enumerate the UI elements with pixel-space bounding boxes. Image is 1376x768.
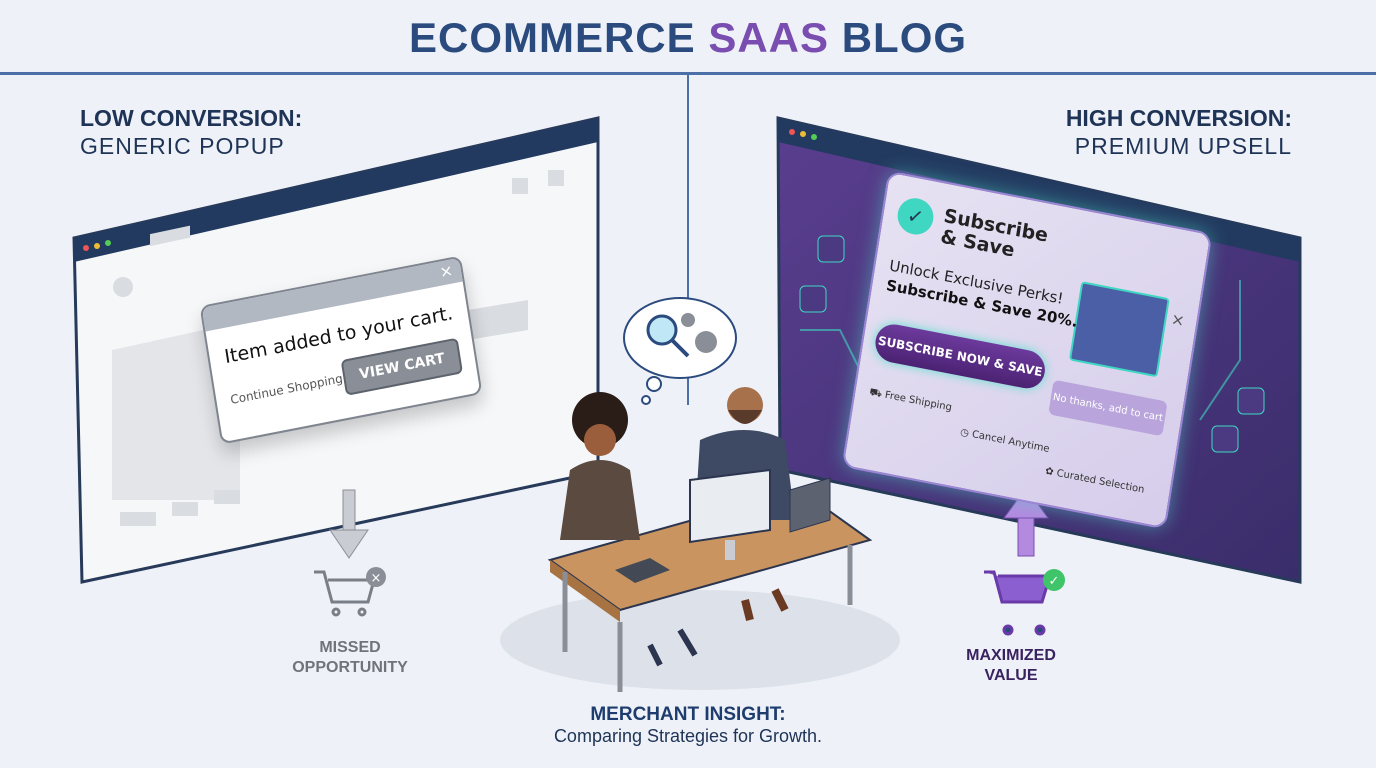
divider [687,75,689,405]
feature-curated-selection: ✿ Curated Selection [1044,465,1146,496]
page-title: ECOMMERCE SAAS BLOG [408,14,968,61]
popup-title: Subscribe& Save [938,204,1050,262]
thought-bubble [623,297,737,405]
low-conversion-heading: LOW CONVERSION:GENERIC POPUP [80,105,303,159]
cart-check-icon [984,570,1053,636]
feature-cancel-anytime: ◷ Cancel Anytime [959,426,1051,455]
cart-x-icon [314,570,376,617]
badge-check-icon: ✓ [895,195,937,238]
premium-upsell-popup: ✓ Subscribe& Save × Unlock Exclusive Per… [841,170,1213,530]
close-icon[interactable]: × [438,260,455,282]
svg-text:×: × [371,571,382,586]
gift-box-icon [1068,281,1170,378]
continue-shopping-link[interactable]: Continue Shopping [229,371,344,407]
high-conversion-heading: HIGH CONVERSION:PREMIUM UPSELL [1065,105,1292,159]
footer-caption: MERCHANT INSIGHT: Comparing Strategies f… [553,704,823,746]
view-cart-button[interactable]: VIEW CART [340,337,464,396]
svg-text:✓: ✓ [1049,574,1060,589]
no-thanks-button[interactable]: No thanks, add to cart [1048,379,1168,437]
truck-icon: ⛟ [868,386,886,401]
close-icon[interactable]: × [1169,309,1186,331]
down-arrow-icon [329,489,369,559]
divider [0,72,1376,75]
merchants-at-desk [500,387,900,692]
subscribe-now-button[interactable]: SUBSCRIBE NOW & SAVE [872,321,1048,392]
feature-free-shipping: ⛟ Free Shipping [868,386,953,414]
